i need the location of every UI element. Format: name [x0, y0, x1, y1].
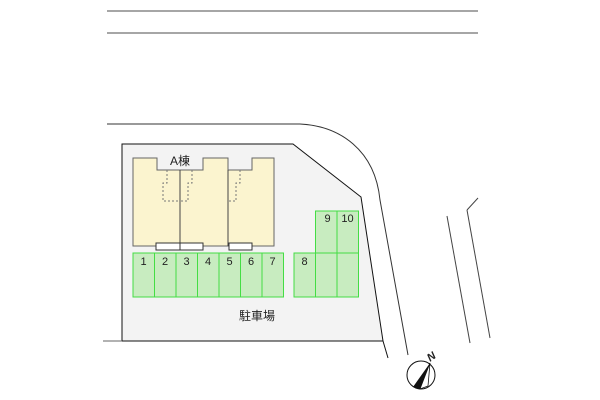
parking-space-8: 8 [301, 256, 308, 268]
parking-space-4: 4 [204, 256, 212, 268]
parking-area-label: 駐車場 [239, 309, 276, 323]
parking-space-1: 1 [140, 256, 147, 268]
parking-group-2 [293, 210, 359, 298]
parking-space-3: 3 [183, 256, 190, 268]
parking-row-1 [132, 252, 284, 298]
compass [406, 360, 436, 390]
parking-space-7: 7 [269, 256, 276, 268]
road-curve [107, 123, 409, 356]
road-line-right-corner [466, 197, 479, 211]
building-a [132, 157, 275, 247]
parking-space-2: 2 [161, 256, 169, 268]
building-label: A棟 [170, 154, 191, 168]
road-line-right-1 [446, 215, 471, 344]
parking-space-10: 10 [341, 213, 354, 225]
entrance-2 [228, 242, 253, 251]
parking-space-6: 6 [247, 256, 255, 268]
road-line-right-2 [466, 209, 491, 339]
parking-space-5: 5 [226, 256, 233, 268]
parking-space-9: 9 [324, 213, 331, 225]
